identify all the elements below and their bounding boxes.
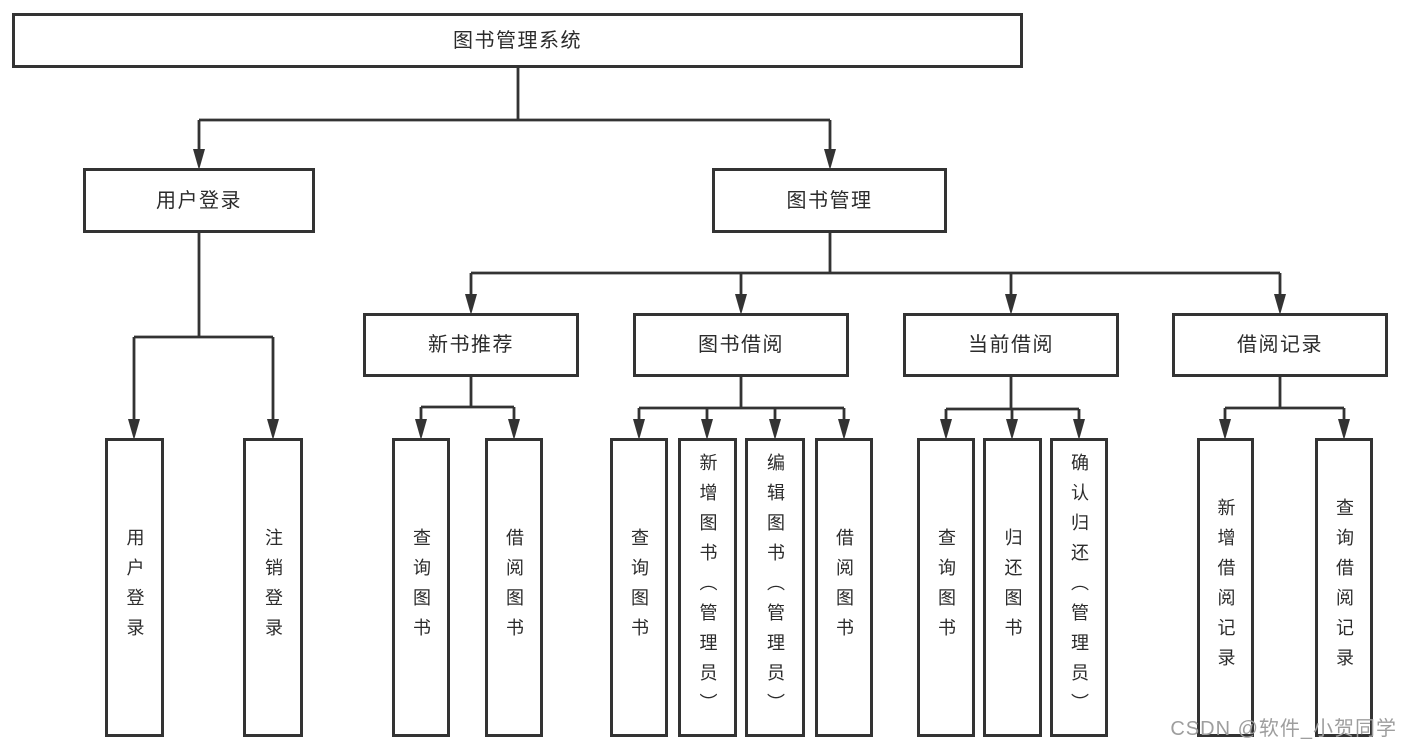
node-leaf-rec-borrow: 借阅图书 [485,438,543,737]
node-leaf-bb-add: 新增图书（管理员） [678,438,737,737]
arrowhead-icon [1005,294,1017,315]
node-label-book-borrow: 图书借阅 [698,334,784,356]
arrowhead-icon [1219,419,1231,440]
connector-path [419,377,516,428]
arrowhead-icon [633,419,645,440]
node-user-login: 用户登录 [83,168,315,233]
node-label-leaf-cb-query: 查询图书 [936,527,956,648]
node-root: 图书管理系统 [12,13,1023,68]
node-new-book-rec: 新书推荐 [363,313,579,377]
node-label-leaf-bb-add: 新增图书（管理员） [697,452,718,723]
arrowhead-icon [1274,294,1286,315]
node-book-borrow: 图书借阅 [633,313,849,377]
node-label-root: 图书管理系统 [453,29,582,52]
node-label-book-mgmt: 图书管理 [786,189,873,212]
node-label-leaf-rec-borrow: 借阅图书 [504,527,524,648]
node-label-leaf-bb-query: 查询图书 [629,527,649,648]
node-label-leaf-rc-add: 新增借阅记录 [1215,497,1236,678]
arrowhead-icon [415,419,427,440]
connector-path [637,377,846,428]
connector-path [1223,377,1346,428]
connector-path [944,377,1081,428]
arrowhead-icon [838,419,850,440]
arrowhead-icon [193,149,205,170]
watermark: CSDN @软件_小贺同学 [1170,718,1397,740]
arrowhead-icon [940,419,952,440]
node-label-user-login: 用户登录 [156,189,242,212]
arrowhead-icon [267,419,279,440]
node-leaf-rc-query: 查询借阅记录 [1315,438,1373,737]
node-label-borrow-records: 借阅记录 [1237,334,1323,356]
arrowhead-icon [465,294,477,315]
node-leaf-logout: 注销登录 [243,438,303,737]
arrowhead-icon [1338,419,1350,440]
node-label-leaf-rec-query: 查询图书 [411,527,431,648]
connector-path [197,68,832,158]
arrowhead-icon [128,419,140,440]
node-label-leaf-user-login: 用户登录 [124,527,145,648]
arrowhead-icon [1006,419,1018,440]
node-leaf-bb-edit: 编辑图书（管理员） [745,438,805,737]
arrowhead-icon [769,419,781,440]
connector-path [132,233,275,428]
connector-path [469,233,1282,303]
node-label-leaf-logout: 注销登录 [263,527,283,648]
arrowhead-icon [508,419,520,440]
node-book-mgmt: 图书管理 [712,168,947,233]
node-label-leaf-cb-confirm: 确认归还（管理员） [1069,452,1089,723]
node-label-leaf-cb-return: 归还图书 [1002,527,1023,648]
node-label-leaf-bb-borrow: 借阅图书 [834,527,854,648]
node-leaf-cb-query: 查询图书 [917,438,975,737]
arrowhead-icon [1073,419,1085,440]
node-leaf-bb-borrow: 借阅图书 [815,438,873,737]
node-label-new-book-rec: 新书推荐 [428,334,514,356]
node-leaf-bb-query: 查询图书 [610,438,668,737]
node-current-borrow: 当前借阅 [903,313,1119,377]
node-leaf-user-login: 用户登录 [105,438,164,737]
node-leaf-rc-add: 新增借阅记录 [1197,438,1254,737]
node-borrow-records: 借阅记录 [1172,313,1388,377]
node-label-current-borrow: 当前借阅 [968,334,1054,356]
node-leaf-cb-confirm: 确认归还（管理员） [1050,438,1108,737]
node-leaf-rec-query: 查询图书 [392,438,450,737]
node-label-leaf-bb-edit: 编辑图书（管理员） [765,452,785,723]
node-leaf-cb-return: 归还图书 [983,438,1042,737]
arrowhead-icon [701,419,713,440]
node-label-leaf-rc-query: 查询借阅记录 [1334,497,1354,678]
arrowhead-icon [735,294,747,315]
arrowhead-icon [824,149,836,170]
